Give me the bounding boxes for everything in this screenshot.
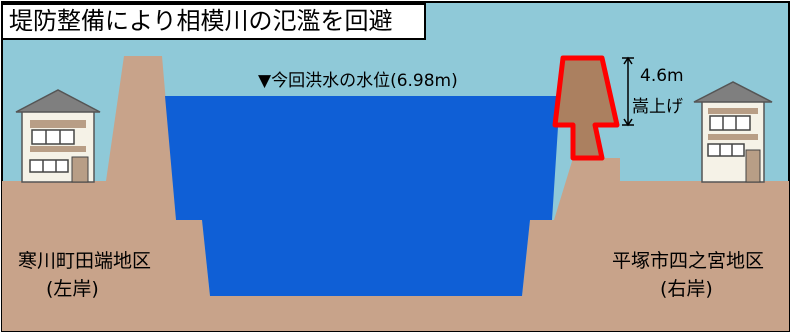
right-bank-label: (右岸) — [660, 278, 713, 300]
left-district-label: 寒川町田端地区 — [18, 250, 152, 272]
levee-raise-label: 嵩上げ — [632, 97, 683, 117]
raised-levee — [552, 55, 620, 161]
height-dimension-marker — [622, 56, 634, 127]
flood-water — [165, 96, 560, 296]
ground-cross-section — [2, 56, 789, 331]
left-bank-label: (左岸) — [46, 278, 99, 300]
house-left-icon — [15, 89, 101, 183]
diagram-title: 堤防整備により相模川の氾濫を回避 — [1, 3, 426, 40]
house-right-icon — [693, 81, 773, 183]
right-district-label: 平塚市四之宮地区 — [612, 250, 765, 272]
levee-raise-amount: 4.6m — [640, 66, 684, 86]
water-level-label: ▼今回洪水の水位(6.98m) — [258, 71, 458, 91]
